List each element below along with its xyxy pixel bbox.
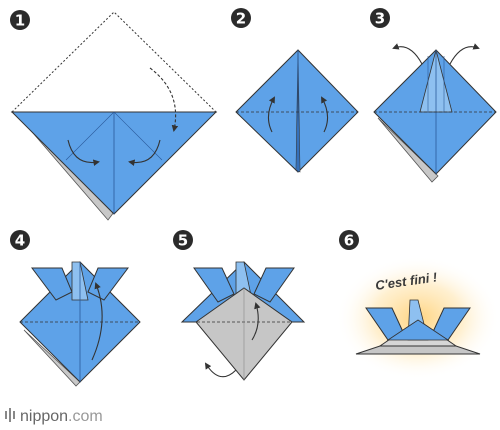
step-6: 6 C'est fini ! — [336, 230, 500, 380]
nippon-logo-icon — [5, 408, 15, 422]
step-badge-icon — [10, 10, 30, 30]
fold-arrow-icon — [91, 282, 103, 361]
step-1: 1 — [10, 10, 218, 221]
step-4-number: 4 — [15, 232, 25, 250]
fold-arrow-icon — [251, 302, 261, 341]
fold-arrow-icon — [149, 67, 179, 132]
step-3-badge: 3 — [370, 8, 390, 28]
right-horn — [253, 267, 295, 303]
fold-arrow-icon — [67, 139, 100, 167]
fold-arrow-icon — [267, 96, 275, 133]
step-2-number: 2 — [236, 10, 246, 28]
step-2-badge: 2 — [231, 8, 251, 28]
step-6-badge: 6 — [339, 230, 359, 250]
step-5: 5 — [173, 230, 306, 381]
diagonal-crease-right — [113, 111, 163, 161]
left-horn — [193, 267, 235, 303]
step-4: 4 — [10, 230, 141, 387]
brand-suffix: .com — [68, 408, 103, 425]
step-badge-icon — [370, 8, 390, 28]
left-horn — [31, 267, 73, 301]
brand-name: nippon — [20, 408, 68, 425]
fold-arrow-icon — [204, 362, 237, 378]
step-badge-icon — [339, 230, 359, 250]
step-1-number: 1 — [15, 12, 25, 30]
brand-text: nippon.com — [20, 408, 103, 425]
step-3: 3 — [370, 8, 497, 183]
diagonal-crease-left — [65, 111, 115, 161]
step-3-number: 3 — [375, 10, 385, 28]
step-5-badge: 5 — [173, 230, 193, 250]
step-2: 2 — [231, 8, 359, 173]
step-badge-icon — [173, 230, 193, 250]
fold-arrow-icon — [392, 43, 423, 65]
right-horn — [87, 267, 129, 301]
fold-arrow-icon — [449, 43, 480, 65]
step-badge-icon — [231, 8, 251, 28]
paper-back-layer — [377, 117, 439, 183]
step-6-number: 6 — [344, 232, 354, 250]
fold-arrow-icon — [128, 139, 161, 167]
step-1-badge: 1 — [10, 10, 30, 30]
step-badge-icon — [10, 230, 30, 250]
step-5-number: 5 — [178, 232, 188, 250]
paper-back-layer — [23, 329, 81, 387]
nippon-logo: nippon.com — [5, 408, 103, 425]
unfolded-paper-outline — [10, 11, 218, 113]
fold-arrow-icon — [321, 96, 329, 133]
helmet-crown — [386, 319, 450, 341]
step-4-badge: 4 — [10, 230, 30, 250]
